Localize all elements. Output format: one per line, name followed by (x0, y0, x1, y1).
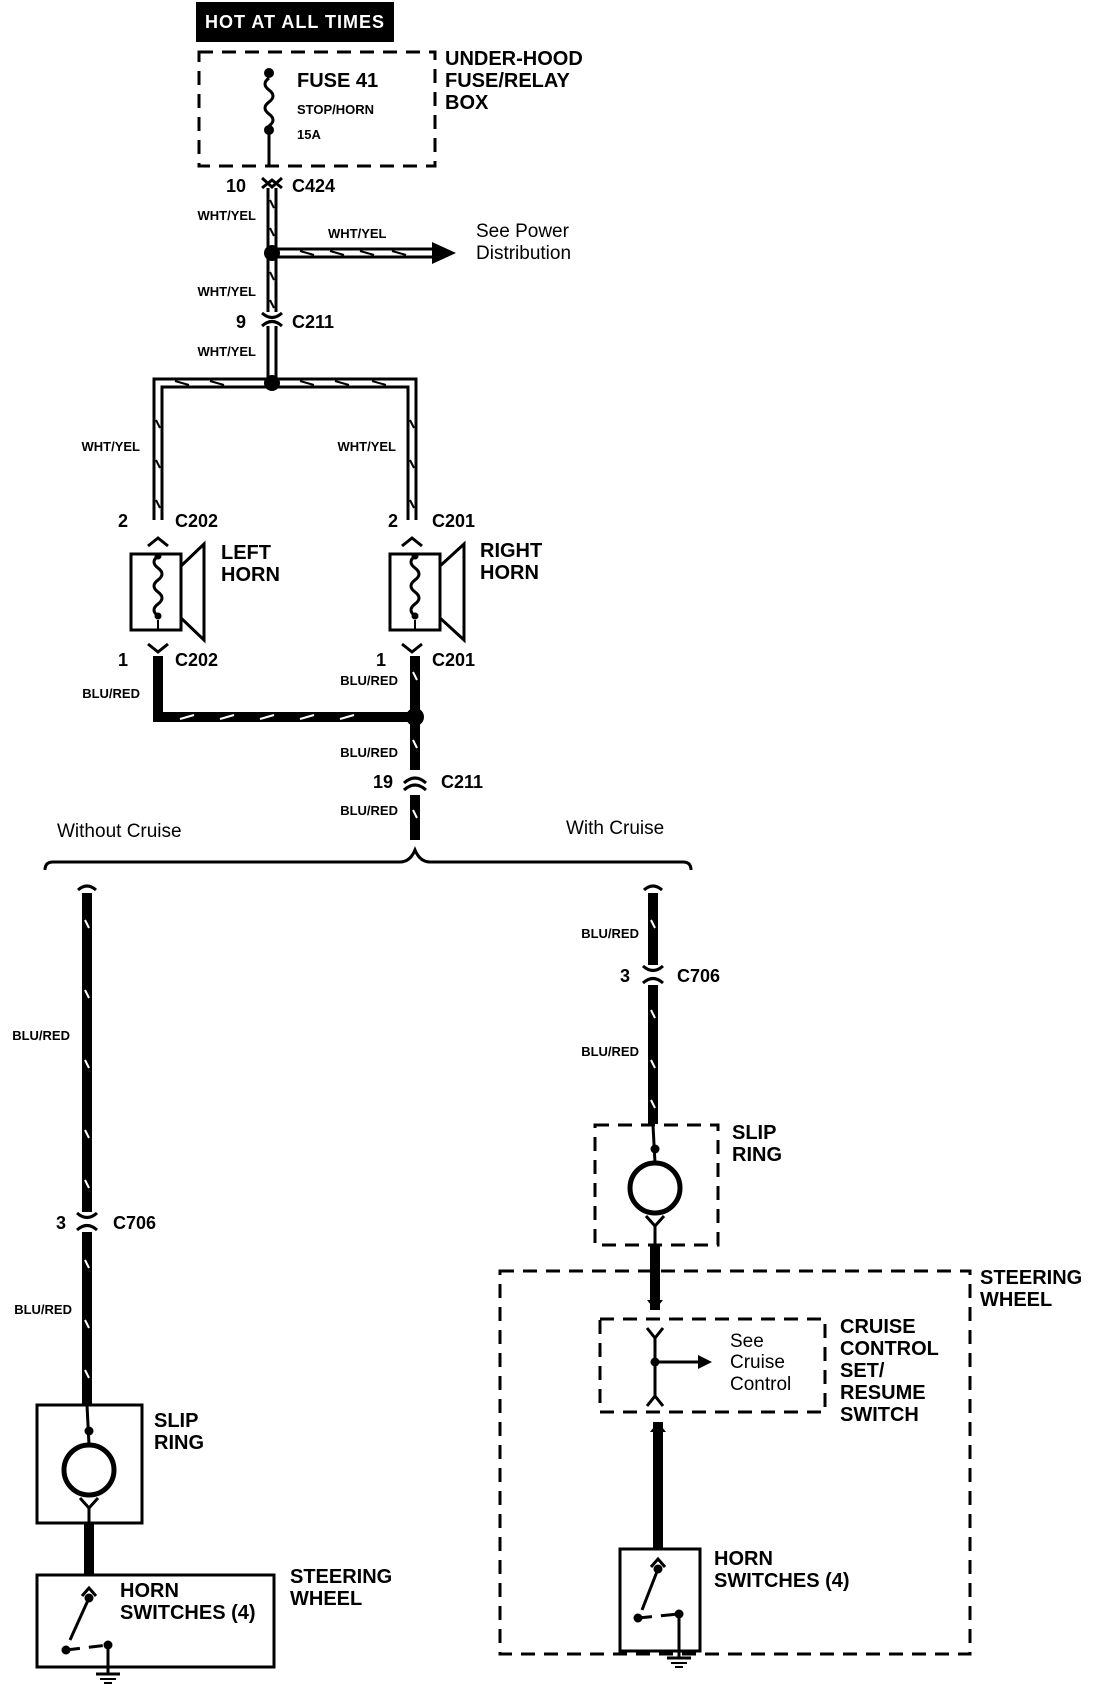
branch-without-cruise: Without Cruise (57, 821, 182, 842)
steering-wheel-right-label-2: WHEEL (980, 1289, 1052, 1311)
hot-at-all-times-header: HOT AT ALL TIMES (196, 2, 394, 42)
cruise-switch-label-2: CONTROL (840, 1338, 939, 1360)
option-brace: Without Cruise With Cruise (43, 818, 693, 871)
header-label: HOT AT ALL TIMES (205, 12, 385, 32)
fuse-name: FUSE 41 (297, 70, 378, 92)
c211-bot-pin: 19 (373, 772, 393, 792)
left-horn-label-1: LEFT (221, 542, 271, 564)
wire-label-wht-yel-2: WHT/YEL (198, 284, 257, 299)
wire-label-blu-red-left-2: BLU/RED (14, 1302, 72, 1317)
cruise-see-line-3: Control (730, 1374, 791, 1395)
c211-top-pin: 9 (236, 312, 246, 332)
slip-ring-left-label-1: SLIP (154, 1410, 198, 1432)
connector-c424: 10 C424 (226, 176, 335, 196)
horn-switches-right-label-2: SWITCHES (4) (714, 1570, 850, 1592)
fuse-box-title-line-1: UNDER-HOOD (445, 48, 583, 70)
fuse-box-title: UNDER-HOOD FUSE/RELAY BOX (445, 48, 583, 114)
c202-bot-pin: 1 (118, 650, 128, 670)
right-horn: 2 C201 RIGHT HORN 1 C201 (376, 511, 542, 670)
c202-top-pin: 2 (118, 511, 128, 531)
c211-bot-name: C211 (441, 772, 483, 792)
wire-label-blu-red-c211-in: BLU/RED (340, 745, 398, 760)
branch-with-cruise: With Cruise (566, 818, 664, 839)
splice-blu-red (406, 708, 424, 726)
splice-horns (264, 375, 280, 391)
wht-yel-wiring-top (152, 188, 456, 520)
cruise-switch-label-1: CRUISE (840, 1316, 916, 1338)
horn-switches-left-label-2: SWITCHES (4) (120, 1602, 256, 1624)
wire-label-blu-red-left-horn: BLU/RED (82, 686, 140, 701)
cruise-see-line-2: Cruise (730, 1352, 785, 1373)
connector-c211-bottom: 19 C211 (373, 772, 483, 792)
slip-ring-right-label-1: SLIP (732, 1122, 776, 1144)
fuse-box-title-line-3: BOX (445, 92, 489, 114)
horn-switches-right-label-1: HORN (714, 1548, 773, 1570)
wire-label-wht-yel-1: WHT/YEL (198, 208, 257, 223)
wire-label-blu-red-right-horn: BLU/RED (340, 673, 398, 688)
c201-bot-name: C201 (432, 650, 475, 670)
cruise-switch-label-4: RESUME (840, 1382, 926, 1404)
c201-top-pin: 2 (388, 511, 398, 531)
power-distribution-ref: See Power Distribution (476, 221, 571, 264)
cruise-switch-label-3: SET/ (840, 1360, 885, 1382)
with-cruise-circuit: 3 C706 SLIP RING STEERING WHEEL See Crui… (498, 884, 1082, 1668)
c211-top-name: C211 (292, 312, 334, 332)
c202-top-name: C202 (175, 511, 218, 531)
fuse-box-title-line-2: FUSE/RELAY (445, 70, 571, 92)
fuse-rating: 15A (297, 127, 321, 142)
horn-switches-left-label-1: HORN (120, 1580, 179, 1602)
c201-top-name: C201 (432, 511, 475, 531)
c706-right-pin: 3 (620, 966, 630, 986)
wire-label-blu-red-c211-out: BLU/RED (340, 803, 398, 818)
under-hood-fuse-relay-box: FUSE 41 STOP/HORN 15A (197, 50, 437, 168)
power-dist-line-1: See Power (476, 221, 570, 242)
left-horn: 2 C202 LEFT HORN 1 C202 (118, 511, 280, 670)
cruise-see-line-1: See (730, 1331, 764, 1352)
wire-label-blu-red-right-2: BLU/RED (581, 1044, 639, 1059)
splice-power (264, 245, 280, 261)
wire-label-wht-yel-right: WHT/YEL (338, 439, 397, 454)
c201-bot-pin: 1 (376, 650, 386, 670)
wire-label-blu-red-right-1: BLU/RED (581, 926, 639, 941)
right-horn-label-2: HORN (480, 562, 539, 584)
right-horn-label-1: RIGHT (480, 540, 542, 562)
wire-label-wht-yel-left: WHT/YEL (82, 439, 141, 454)
wire-label-wht-yel-3: WHT/YEL (198, 344, 257, 359)
c706-left-name: C706 (113, 1213, 156, 1233)
power-dist-line-2: Distribution (476, 243, 571, 264)
left-horn-label-2: HORN (221, 564, 280, 586)
connector-c211-top: 9 C211 (236, 311, 334, 332)
c424-pin: 10 (226, 176, 246, 196)
c706-right-name: C706 (677, 966, 720, 986)
without-cruise-circuit: 3 C706 SLIP RING HORN SWITCHES (4) STEER… (35, 884, 392, 1684)
steering-wheel-left-label-2: WHEEL (290, 1588, 362, 1610)
cruise-switch-label-5: SWITCH (840, 1404, 919, 1426)
slip-ring-right-label-2: RING (732, 1144, 782, 1166)
c424-name: C424 (292, 176, 335, 196)
fuse-circuit: STOP/HORN (297, 102, 374, 117)
wire-label-wht-yel-branch: WHT/YEL (328, 226, 387, 241)
slip-ring-left-label-2: RING (154, 1432, 204, 1454)
steering-wheel-left-label-1: STEERING (290, 1566, 392, 1588)
wire-label-blu-red-left-1: BLU/RED (12, 1028, 70, 1043)
wht-yel-stripes (155, 199, 415, 509)
c202-bot-name: C202 (175, 650, 218, 670)
steering-wheel-right-label-1: STEERING (980, 1267, 1082, 1289)
c706-left-pin: 3 (56, 1213, 66, 1233)
